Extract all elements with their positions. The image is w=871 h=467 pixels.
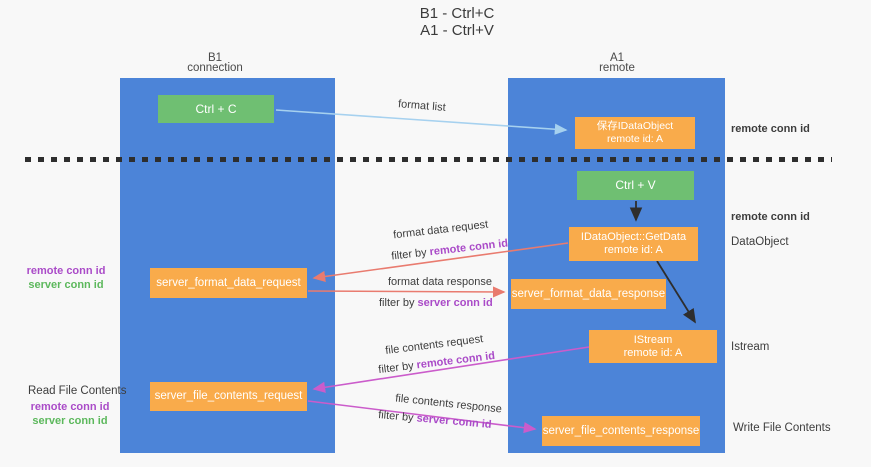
remote-conn-id-text: remote conn id [415,349,496,372]
node-getdata-line2: remote id: A [604,244,663,256]
side-read-file-contents: Read File Contents [28,385,127,397]
node-istream-line2: remote id: A [623,346,683,359]
server-conn-id-text: server conn id [417,297,493,309]
side-write-file-contents: Write File Contents [733,422,831,434]
node-sfdreq-label: server_format_data_request [156,276,301,289]
side-remote-conn-id-mid: remote conn id [731,211,810,223]
side-remote-conn-id-left-1: remote conn id [26,265,106,277]
node-ctrl-v-label: Ctrl + V [615,178,656,192]
label-filter-by-remote-1: filter by remote conn id [391,237,509,262]
node-getdata-line1: IDataObject::GetData [580,231,687,243]
node-istream: IStream remote id: A [589,330,717,363]
node-save-idataobject-line2: remote id: A [606,133,664,145]
label-format-data-response: format data response [388,276,492,288]
side-remote-conn-id-left-2: remote conn id [30,401,110,413]
title-line-1: B1 - Ctrl+C [419,5,495,22]
label-format-data-request: format data request [392,218,489,242]
remote-conn-id-text: remote conn id [428,237,509,259]
column-header-a1: A1 remote [567,52,667,74]
node-ctrl-c: Ctrl + C [158,95,274,123]
filter-by-text: filter by [377,409,418,425]
column-b1-subtitle: connection [187,62,243,74]
side-istream: Istream [731,341,770,353]
side-server-conn-id-left-2: server conn id [32,415,108,427]
server-conn-id-text: server conn id [416,412,493,431]
node-save-idataobject: 保存IDataObject remote id: A [575,117,695,149]
column-header-b1: B1 connection [165,52,265,74]
title-line-2: A1 - Ctrl+V [420,22,494,39]
filter-by-text: filter by [377,359,418,377]
side-server-conn-id-left-1: server conn id [28,279,104,291]
label-format-list: format list [397,98,447,114]
node-server-file-contents-response: server_file_contents_response [542,416,700,446]
node-idataobject-getdata: IDataObject::GetData remote id: A [569,227,698,261]
dashed-divider [25,157,832,162]
side-conn-id-pair-1: remote conn id server conn id [20,264,112,292]
side-remote-conn-id-top: remote conn id [731,123,810,135]
node-sfcresp-label: server_file_contents_response [542,424,700,437]
filter-by-text: filter by [379,297,418,309]
column-a1-name: A1 [609,52,625,64]
label-filter-by-server-1: filter by server conn id [379,297,493,309]
column-b1-name: B1 [207,52,223,64]
filter-by-text: filter by [390,246,431,263]
node-save-idataobject-line1: 保存IDataObject [596,120,674,132]
node-server-file-contents-request: server_file_contents_request [150,382,307,411]
node-ctrl-v: Ctrl + V [577,171,694,200]
side-dataobject: DataObject [731,236,789,248]
diagram-title: B1 - Ctrl+C A1 - Ctrl+V [382,5,532,39]
format-data-response-arrow [307,286,506,298]
node-sfdresp-label: server_format_data_response [511,287,666,300]
node-ctrl-c-label: Ctrl + C [195,101,237,116]
node-istream-line1: IStream [633,333,673,346]
node-sfcreq-label: server_file_contents_request [154,390,303,402]
side-conn-id-pair-2: remote conn id server conn id [24,400,116,428]
node-server-format-data-response: server_format_data_response [511,279,666,309]
column-a1-subtitle: remote [599,62,635,74]
node-server-format-data-request: server_format_data_request [150,268,307,298]
